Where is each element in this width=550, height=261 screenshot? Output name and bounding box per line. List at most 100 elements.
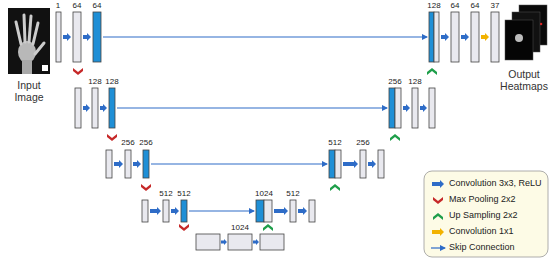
channel-count: 128 bbox=[408, 78, 421, 87]
legend-text: Up Sampling 2x2 bbox=[449, 211, 518, 221]
legend-up-chevron bbox=[433, 213, 443, 220]
feature-map bbox=[92, 88, 98, 128]
skip-line bbox=[189, 210, 254, 211]
feature-map bbox=[429, 88, 435, 128]
xray-image bbox=[8, 8, 50, 74]
channel-count: 256 bbox=[388, 78, 401, 87]
feature-map bbox=[395, 88, 401, 128]
channel-count: 128 bbox=[88, 78, 101, 87]
channel-count: 512 bbox=[286, 190, 299, 199]
legend-conv-arrow bbox=[432, 180, 444, 188]
conv-arrow bbox=[83, 104, 90, 112]
feature-map bbox=[471, 12, 479, 62]
conv-arrow bbox=[114, 160, 123, 168]
finger bbox=[29, 16, 31, 42]
feature-map bbox=[56, 12, 61, 62]
feature-map bbox=[73, 12, 81, 62]
marker-square bbox=[42, 65, 48, 71]
heatmap-blob bbox=[515, 34, 523, 42]
channel-count: 128 bbox=[105, 78, 118, 87]
finger bbox=[16, 22, 21, 44]
feature-map bbox=[106, 150, 112, 178]
conv-arrow bbox=[274, 207, 288, 215]
channel-count: 256 bbox=[121, 139, 134, 148]
feature-map bbox=[429, 12, 434, 62]
feature-map bbox=[378, 150, 384, 178]
conv-arrow bbox=[150, 207, 161, 215]
feature-map bbox=[360, 150, 366, 178]
hand-fingers bbox=[16, 15, 44, 54]
heatmap bbox=[505, 20, 533, 60]
conv-arrow bbox=[461, 33, 469, 41]
channel-count: 256 bbox=[139, 139, 152, 148]
legend-skip-line bbox=[431, 247, 445, 248]
feature-map bbox=[389, 88, 395, 128]
finger bbox=[24, 15, 25, 42]
up-chevron bbox=[330, 184, 340, 191]
conv-arrow bbox=[420, 104, 427, 112]
channel-count: 64 bbox=[73, 2, 82, 11]
conv-arrow bbox=[441, 33, 449, 41]
feature-map bbox=[335, 150, 341, 178]
skip-line bbox=[117, 107, 387, 108]
up-chevron bbox=[390, 134, 400, 141]
conv-arrow bbox=[133, 160, 141, 168]
feature-map bbox=[256, 200, 264, 222]
conv-arrow bbox=[63, 33, 71, 41]
feature-map bbox=[412, 88, 418, 128]
conv-arrow bbox=[171, 207, 179, 215]
feature-map bbox=[309, 200, 315, 222]
feature-map bbox=[125, 150, 131, 178]
up-chevron bbox=[263, 224, 273, 231]
feature-map bbox=[451, 12, 459, 62]
legend-pool-chevron bbox=[433, 197, 443, 204]
conv-arrow bbox=[100, 104, 107, 112]
feature-map bbox=[264, 200, 272, 222]
channel-count: 512 bbox=[177, 190, 190, 199]
channel-count: 37 bbox=[491, 2, 500, 11]
skip-line bbox=[151, 163, 327, 164]
legend-text: Skip Connection bbox=[449, 243, 515, 253]
legend-conv1x1-arrow bbox=[432, 228, 444, 236]
conv-arrow bbox=[368, 160, 376, 168]
up-chevrons bbox=[263, 68, 437, 231]
wrist bbox=[22, 60, 32, 74]
channel-count: 64 bbox=[471, 2, 480, 11]
feature-map bbox=[329, 150, 335, 178]
conv-arrow bbox=[83, 33, 91, 41]
legend-text: Max Pooling 2x2 bbox=[449, 195, 516, 205]
image-caption: Output Heatmaps bbox=[500, 69, 548, 92]
feature-map bbox=[109, 88, 115, 128]
feature-map bbox=[260, 234, 284, 250]
skip-connections bbox=[103, 37, 427, 211]
thumb bbox=[35, 43, 44, 54]
channel-count: 512 bbox=[159, 190, 172, 199]
pool-chevron bbox=[107, 134, 117, 141]
channel-count: 64 bbox=[93, 2, 102, 11]
feature-map bbox=[143, 150, 149, 178]
feature-map bbox=[75, 88, 81, 128]
pool-chevron bbox=[141, 184, 151, 191]
skip-line bbox=[103, 36, 427, 37]
feature-map bbox=[228, 234, 252, 250]
channel-count: 1024 bbox=[255, 190, 273, 199]
pool-chevron bbox=[179, 224, 189, 231]
image-caption: Input Image bbox=[4, 80, 54, 103]
pool-chevron bbox=[73, 68, 83, 75]
legend-text: Convolution 3x3, ReLU bbox=[449, 179, 542, 189]
channel-count: 1024 bbox=[231, 224, 249, 233]
conv-arrow bbox=[298, 207, 307, 215]
conv-arrow bbox=[253, 239, 259, 245]
channel-count: 1 bbox=[56, 2, 60, 11]
channel-count: 128 bbox=[427, 2, 440, 11]
conv-arrows bbox=[63, 33, 469, 245]
pool-chevrons bbox=[73, 68, 189, 231]
conv-arrow bbox=[221, 239, 227, 245]
channel-count: 256 bbox=[356, 139, 369, 148]
feature-map bbox=[290, 200, 296, 222]
feature-map bbox=[142, 200, 148, 222]
channel-count: 64 bbox=[451, 2, 460, 11]
conv-arrow bbox=[403, 104, 410, 112]
